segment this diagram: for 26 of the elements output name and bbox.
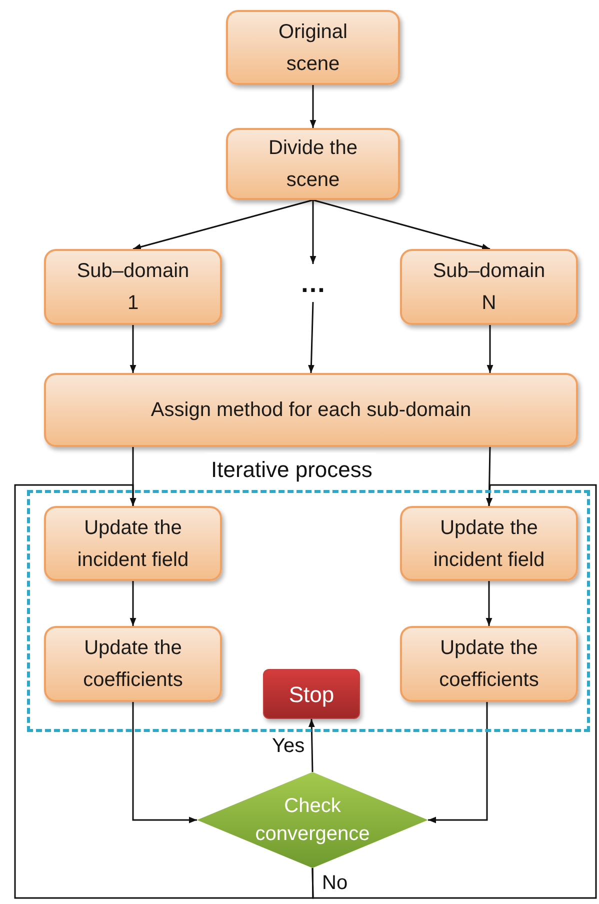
arrow <box>310 200 316 264</box>
arrow <box>312 484 597 899</box>
process-box: Original scene <box>226 10 400 85</box>
arrow <box>130 581 136 626</box>
process-box: Divide the scene <box>226 128 400 200</box>
process-box: Update the incident field <box>400 506 578 581</box>
arrow <box>486 581 492 626</box>
arrow <box>132 199 314 250</box>
process-box: Sub–domain 1 <box>44 249 222 325</box>
arrow <box>312 199 490 250</box>
arrow <box>14 484 314 899</box>
process-box: Assign method for each sub-domain <box>44 373 578 447</box>
arrow <box>428 702 488 824</box>
process-box: Sub–domain N <box>400 249 578 325</box>
arrow <box>310 85 316 128</box>
stop-box: Stop <box>263 669 360 719</box>
process-box: Update the incident field <box>44 506 222 581</box>
arrow <box>130 325 136 373</box>
decision-diamond: Check convergence <box>197 772 428 868</box>
arrow <box>308 718 315 772</box>
process-box: Update the coefficients <box>400 626 578 702</box>
arrow <box>308 302 314 374</box>
arrow <box>132 702 197 824</box>
arrow <box>486 325 494 373</box>
ellipsis-text: … <box>300 270 326 296</box>
process-box: Update the coefficients <box>44 626 222 702</box>
